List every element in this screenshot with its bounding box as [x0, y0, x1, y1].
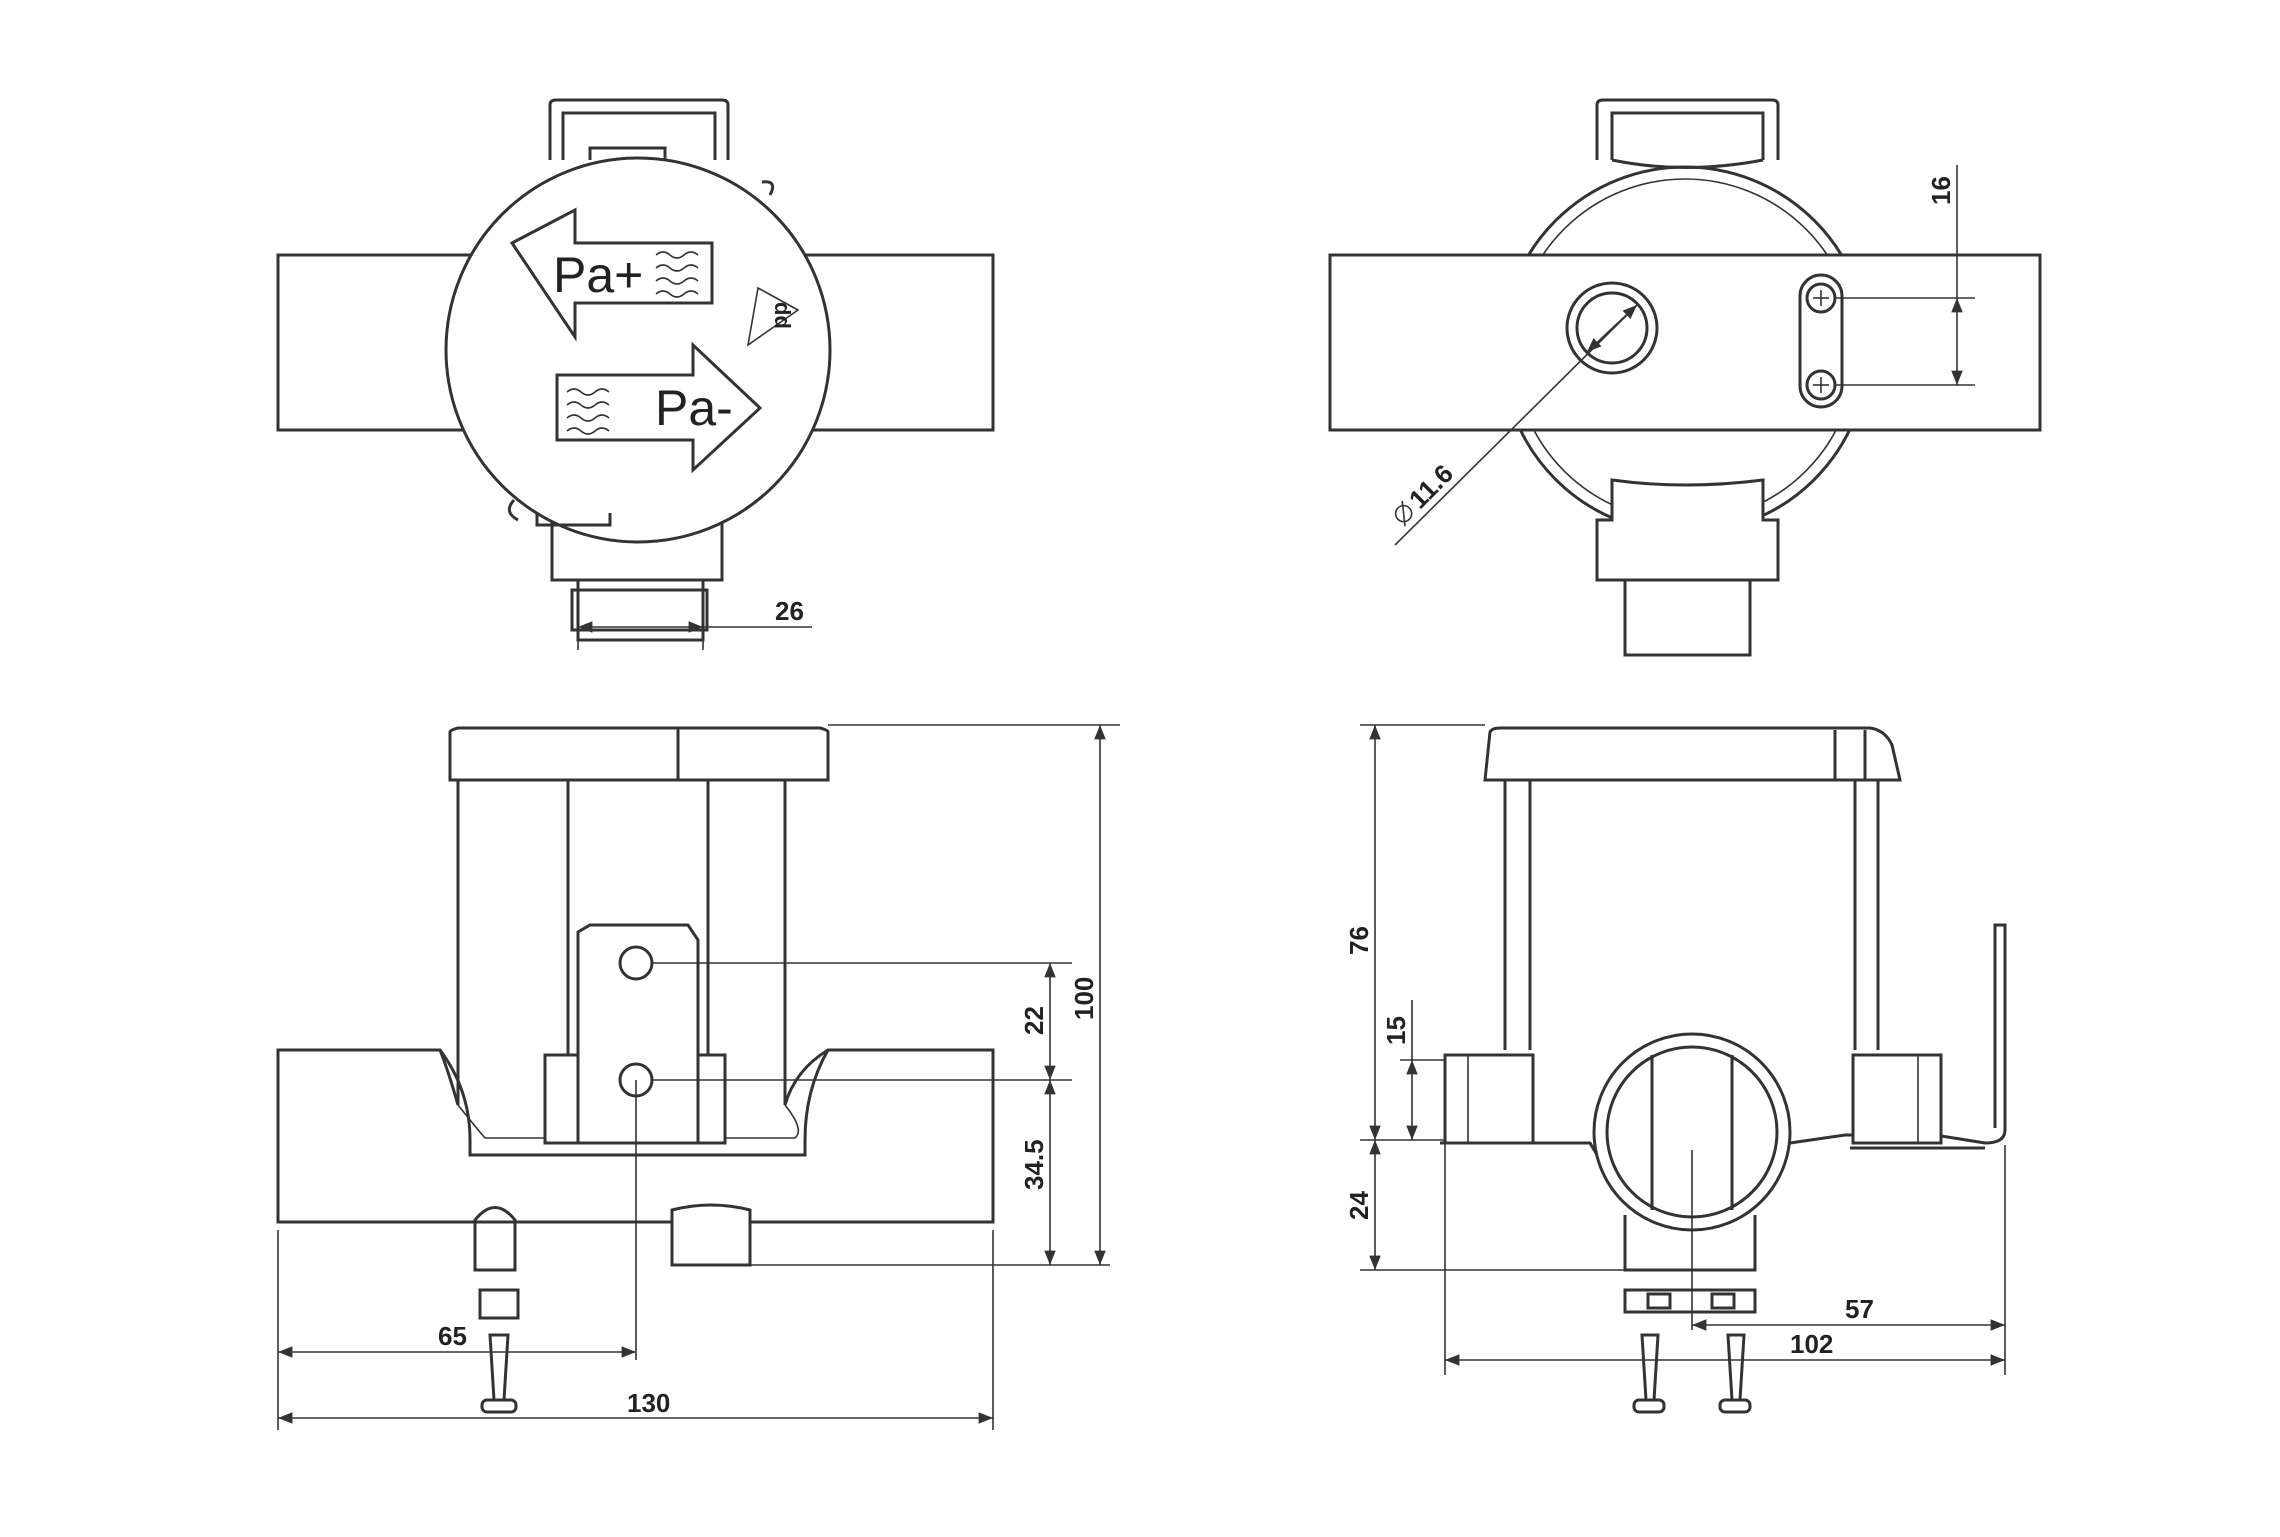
dimension-24: 24	[1344, 1140, 1625, 1271]
clip-slot	[1710, 1292, 1736, 1310]
svg-text:100: 100	[1069, 977, 1099, 1020]
top-bracket-inner	[561, 111, 717, 160]
housing-body	[276, 778, 995, 1267]
arrow-left-icon	[509, 207, 714, 342]
clip	[1623, 1288, 1757, 1314]
base-right-flange	[1789, 923, 2007, 1145]
arrow-upper-label: Pa+	[553, 247, 643, 303]
dimension-102: 102	[1444, 1143, 2005, 1375]
dimension-34-5: 34.5	[750, 1080, 1110, 1266]
wave-icon	[566, 388, 610, 435]
dimension-57: 57	[1692, 1145, 2006, 1375]
base-left	[1440, 1141, 1615, 1162]
svg-text:15: 15	[1381, 1016, 1411, 1045]
cap	[448, 726, 830, 782]
drain-boss	[670, 1203, 752, 1222]
terminal-block-right	[1851, 1053, 1943, 1145]
cover-clip-bottom	[535, 513, 612, 527]
nipple	[473, 1206, 517, 1272]
tube-left-end	[1632, 1398, 1666, 1414]
svg-text:130: 130	[627, 1388, 670, 1418]
connector	[1623, 578, 1752, 657]
nozzle	[1623, 1215, 1757, 1272]
top-bracket	[548, 98, 730, 160]
svg-text:dd: dd	[770, 302, 795, 329]
cover-clip-top	[588, 146, 667, 160]
port-inner	[1575, 291, 1649, 365]
pipe-body	[1328, 253, 2042, 432]
dimension-16: 16	[1835, 165, 1975, 386]
svg-text:57: 57	[1845, 1294, 1874, 1324]
tube-left	[1640, 1333, 1660, 1402]
top-clip-curve	[1611, 158, 1764, 169]
cap	[1483, 726, 1902, 782]
bottom-bracket	[1595, 478, 1780, 582]
svg-text:11.6: 11.6	[1403, 458, 1459, 514]
wave-icon	[655, 251, 699, 298]
view-bottom-right: 76 15 24 57 102	[1344, 724, 2007, 1414]
port-outer	[1565, 281, 1659, 375]
terminal-strip	[1798, 273, 1844, 409]
svg-text:22: 22	[1019, 1006, 1049, 1035]
diameter-icon	[1394, 500, 1413, 527]
svg-text:65: 65	[438, 1321, 467, 1351]
terminal-tab	[576, 923, 700, 1145]
svg-text:34.5: 34.5	[1019, 1139, 1049, 1190]
dimension-130: 130	[278, 1230, 994, 1430]
arrow-right-icon	[555, 341, 763, 474]
svg-text:76: 76	[1344, 926, 1374, 955]
dimension-76: 76	[1344, 724, 1485, 1140]
recycle-triangle-icon: dd	[746, 286, 800, 347]
view-top-right: 16 11.6	[1328, 98, 2042, 657]
plug	[478, 1288, 520, 1320]
tube-right	[1726, 1333, 1746, 1402]
clip-slot	[1646, 1292, 1672, 1310]
svg-text:102: 102	[1790, 1329, 1833, 1359]
arrow-lower-label: Pa-	[655, 380, 733, 436]
cover-notch-right	[761, 180, 775, 196]
svg-text:26: 26	[775, 596, 804, 626]
cover-notch-left	[507, 498, 519, 522]
view-bottom-left: 22 34.5 100 65 130	[276, 724, 1120, 1430]
dimension-100: 100	[828, 724, 1120, 1265]
dimension-15: 15	[1360, 1000, 1445, 1141]
dimension-22: 22	[652, 962, 1072, 1081]
dimension-65: 65	[277, 1080, 637, 1430]
dimension-26: 26	[577, 596, 812, 650]
top-bracket	[1595, 98, 1780, 160]
svg-text:24: 24	[1344, 1191, 1374, 1220]
svg-text:16: 16	[1926, 176, 1956, 205]
tube-right-end	[1718, 1398, 1752, 1414]
view-top-left: Pa+ Pa- dd 26	[276, 98, 995, 650]
terminal-block-left	[1443, 1053, 1535, 1145]
cover-disc	[444, 156, 832, 544]
tube	[488, 1333, 510, 1402]
tube-end	[480, 1398, 518, 1414]
top-bracket-inner	[1610, 111, 1765, 160]
